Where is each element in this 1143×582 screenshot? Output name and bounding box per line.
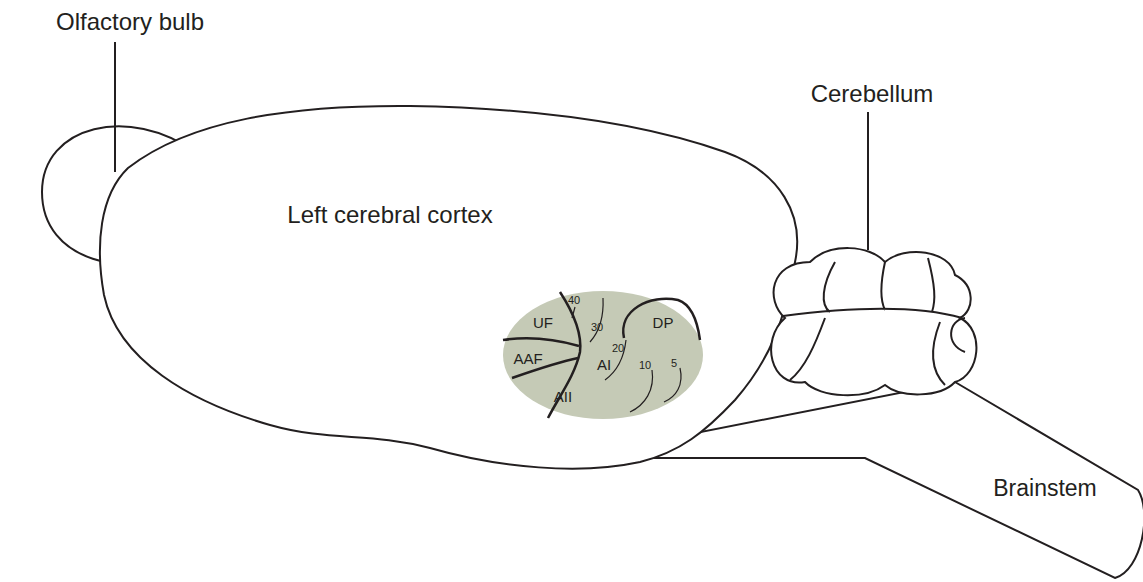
field-boundary	[623, 299, 700, 340]
part-label: Left cerebral cortex	[287, 203, 492, 227]
part-label: Cerebellum	[811, 82, 934, 106]
part-label: AII	[554, 389, 572, 404]
part-label: UF	[533, 315, 553, 330]
part-label: 30	[591, 322, 603, 333]
part-label: 20	[612, 343, 624, 354]
part-label: DP	[653, 315, 674, 330]
cerebellum-outline	[771, 248, 976, 395]
cerebellum-folds	[783, 258, 965, 385]
part-label: 10	[639, 360, 651, 371]
isofrequency-line	[664, 368, 681, 402]
part-label: 40	[568, 295, 580, 306]
isofrequency-line	[572, 307, 575, 318]
leader-line	[114, 42, 116, 172]
isofrequency-line	[590, 298, 603, 342]
brainstem-outline	[655, 382, 1143, 578]
part-label: 5	[671, 358, 677, 369]
field-boundary	[548, 292, 580, 418]
part-label: AI	[597, 357, 611, 372]
auditory-cortex-field	[503, 291, 703, 419]
cortex-outline	[100, 106, 797, 469]
isofrequency-line	[630, 370, 653, 412]
leader-line	[867, 112, 869, 250]
part-label: Olfactory bulb	[56, 10, 204, 34]
field-boundary	[503, 338, 579, 346]
part-label: Brainstem	[993, 477, 1097, 500]
part-label: AAF	[513, 351, 542, 366]
